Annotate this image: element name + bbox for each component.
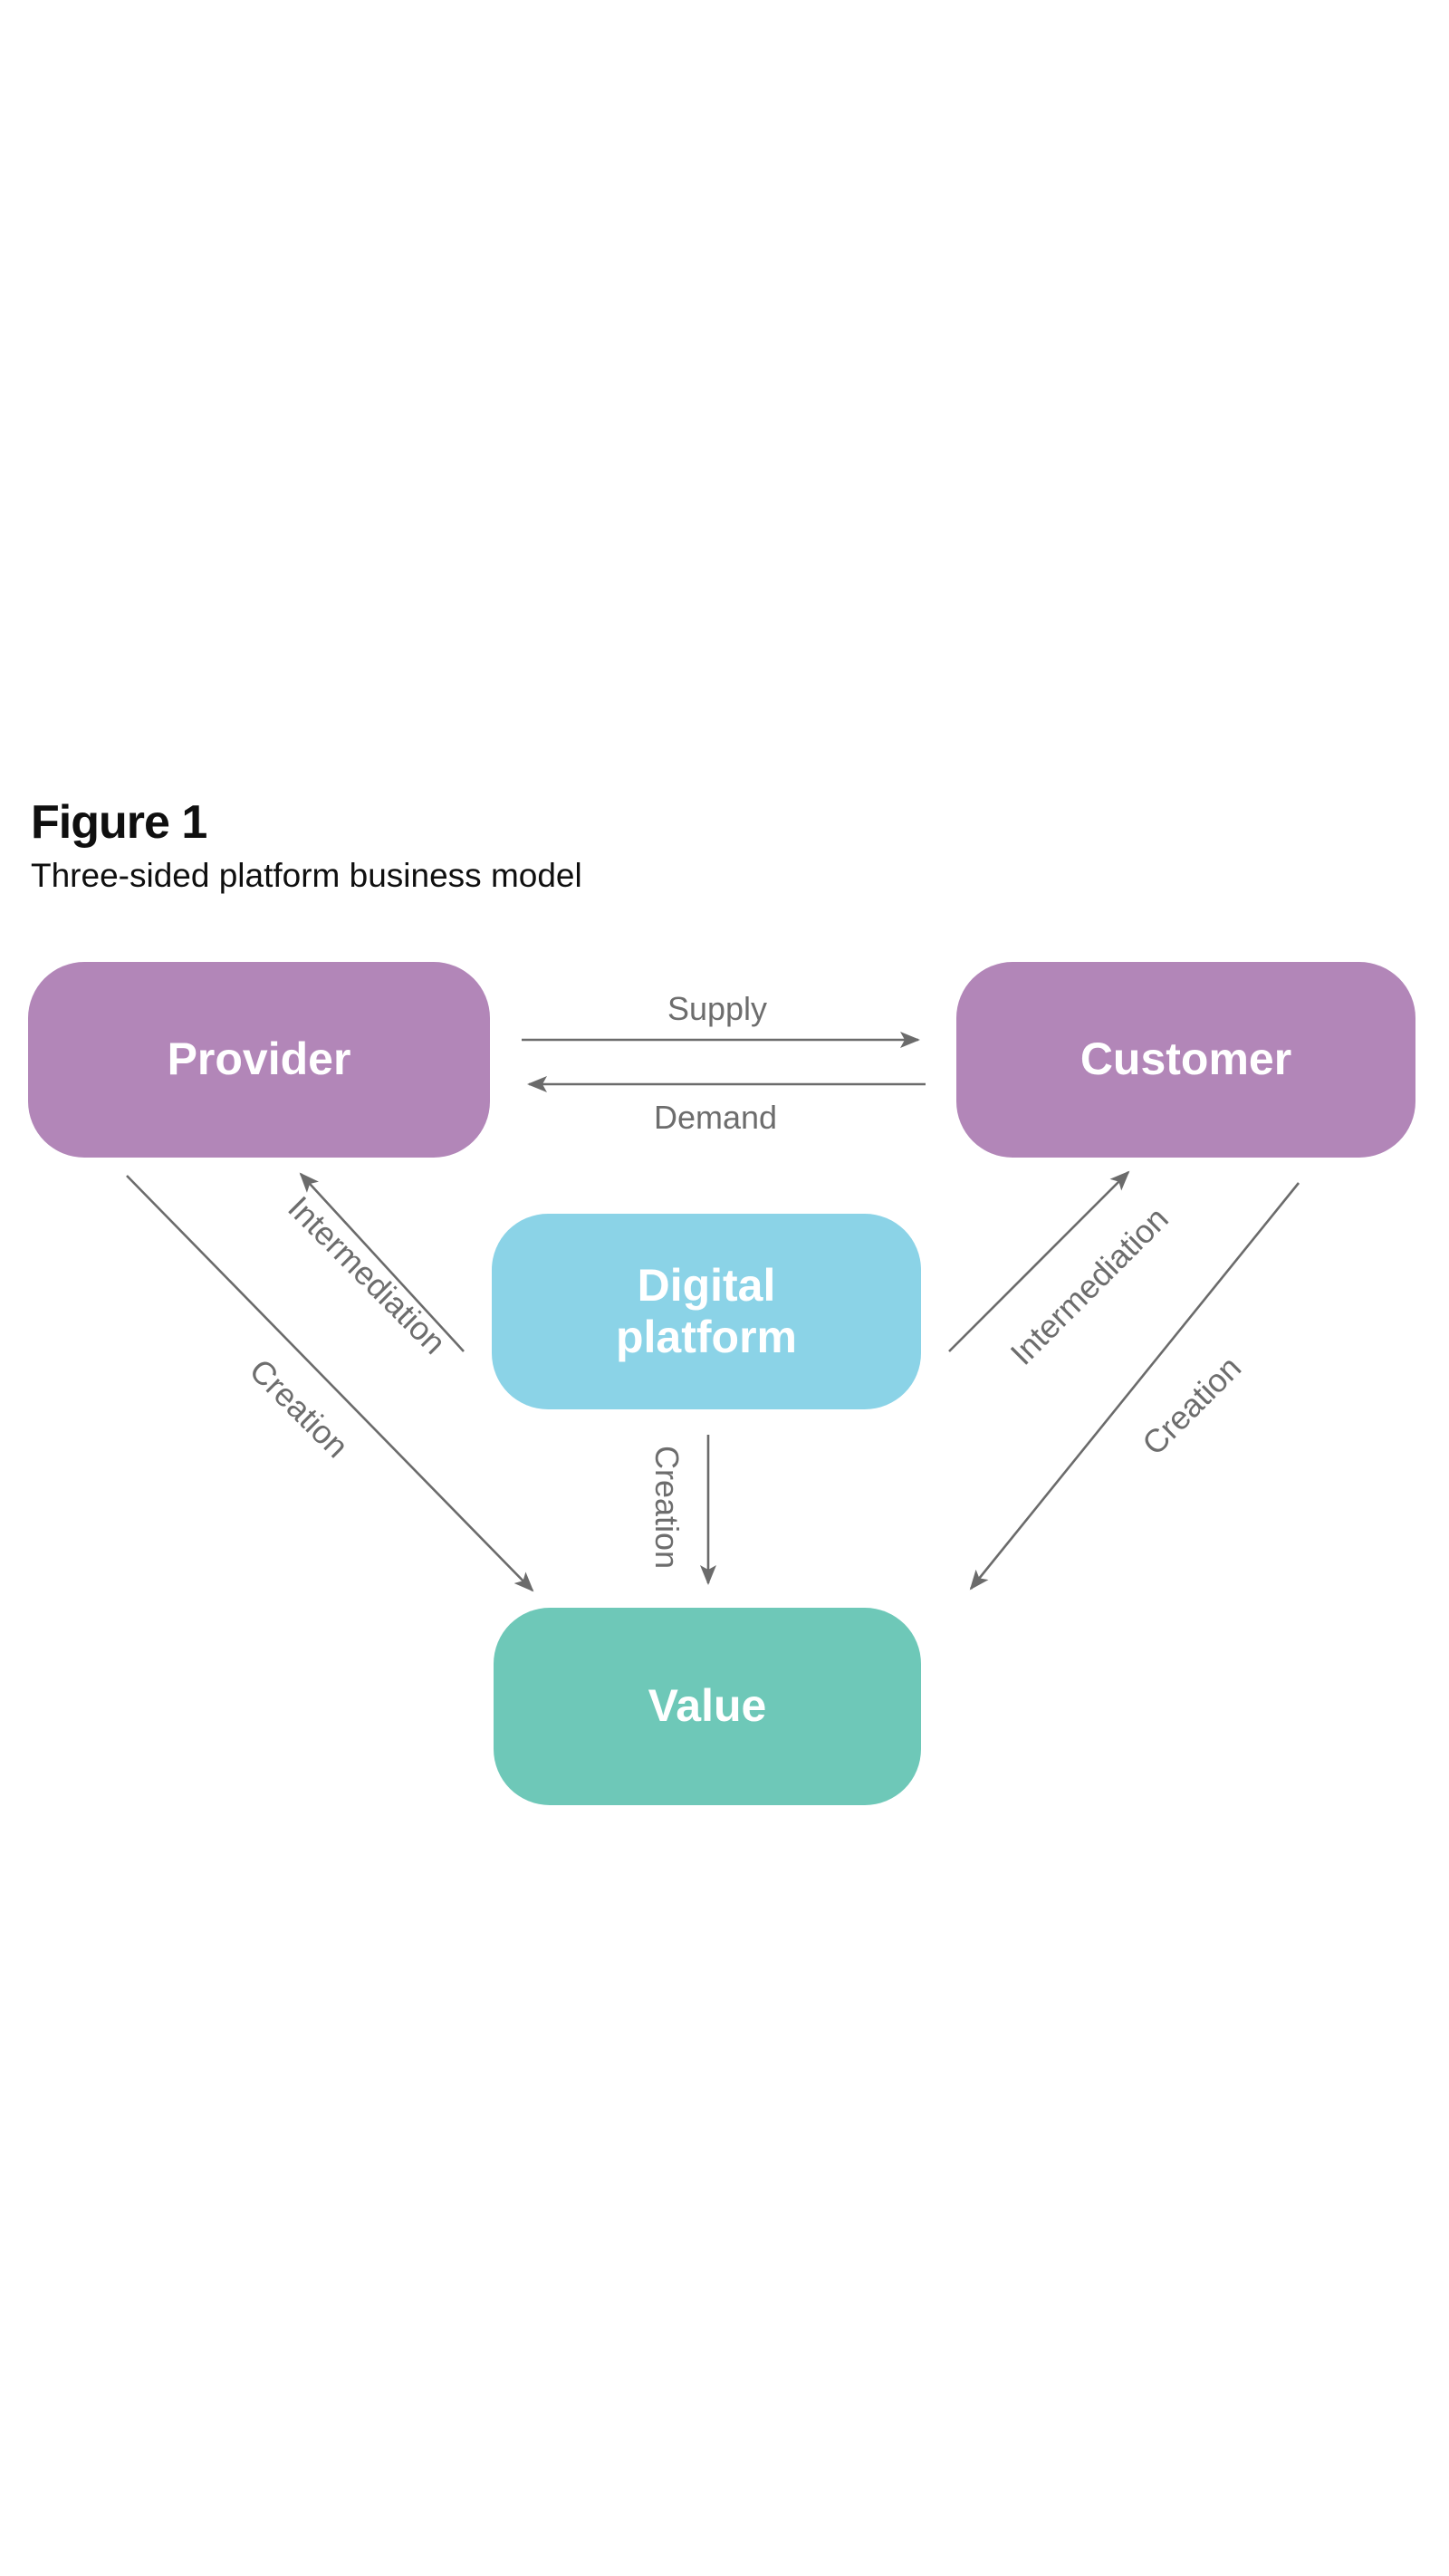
creation-center-label: Creation — [648, 1445, 686, 1570]
node-value-label: Value — [648, 1680, 767, 1732]
node-customer: Customer — [956, 962, 1415, 1158]
node-value: Value — [494, 1608, 921, 1805]
figure-caption: Three-sided platform business model — [31, 857, 582, 894]
node-digital-platform: Digital platform — [492, 1214, 921, 1409]
creation-right-arrow — [969, 1182, 1300, 1591]
creation-left-arrow — [126, 1175, 534, 1592]
intermediation-left-arrow — [299, 1172, 465, 1352]
node-customer-label: Customer — [1080, 1033, 1292, 1085]
figure-label: Figure 1 — [31, 796, 207, 849]
supply-label: Supply — [667, 990, 768, 1027]
node-provider-label: Provider — [167, 1033, 351, 1085]
node-digital-platform-label: Digital platform — [616, 1259, 797, 1363]
node-provider: Provider — [28, 962, 490, 1158]
intermediation-right-arrow — [948, 1170, 1130, 1352]
demand-label: Demand — [653, 1099, 778, 1136]
